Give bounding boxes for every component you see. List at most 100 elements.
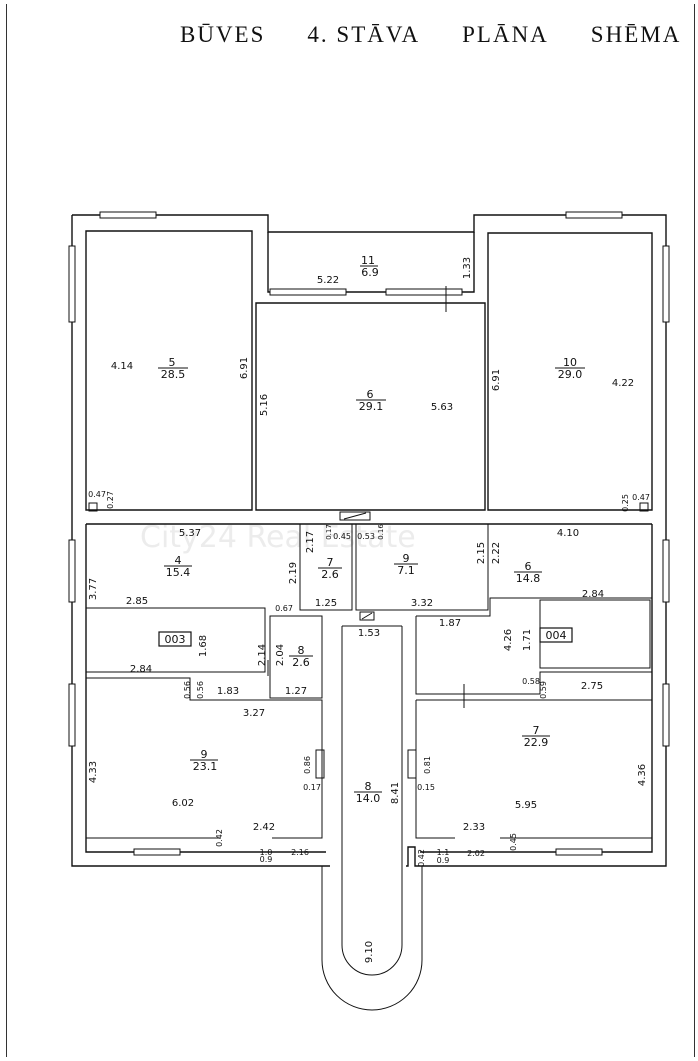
- room-label: 7 22.9: [522, 724, 550, 749]
- dimension-label: 2.19: [288, 562, 299, 584]
- dimension-label: 2.04: [275, 644, 286, 666]
- room-area: 14.0: [356, 792, 381, 805]
- room-id: 8: [298, 644, 305, 657]
- room-label: 6 14.8: [514, 560, 542, 585]
- dimension-label: 1.71: [522, 629, 533, 651]
- dimension-label: 0.53: [357, 532, 375, 541]
- room-id: 6: [367, 388, 374, 401]
- dimension-label: 0.9: [260, 855, 273, 864]
- dimension-label: 0.17: [303, 783, 321, 792]
- dimension-label: 0.81: [423, 756, 432, 774]
- room-label: 7 2.6: [318, 556, 342, 581]
- dimension-label: 6.91: [239, 357, 250, 379]
- room-id: 4: [175, 554, 182, 567]
- dimension-label: 0.56: [183, 681, 192, 699]
- dimension-label: 4.10: [557, 528, 579, 539]
- dimension-label: 0.15: [417, 783, 435, 792]
- dimension-label: 0.25: [621, 494, 630, 512]
- dimension-label: 0.16: [377, 524, 385, 540]
- dimension-label: 0.86: [303, 756, 312, 774]
- dimension-label: 0.42: [215, 829, 224, 847]
- room-id: 8: [365, 780, 372, 793]
- dimension-labels: 1.33 5.22 4.14 6.91 5.16 5.63 6.91 4.22 …: [88, 257, 650, 963]
- room-id: 9: [403, 552, 410, 565]
- dimension-label: 5.37: [179, 528, 201, 539]
- dimension-label: 1.25: [315, 598, 337, 609]
- room-label: 11 6.9: [360, 254, 379, 279]
- dimension-label: 3.27: [243, 708, 265, 719]
- page-frame: [6, 4, 695, 1057]
- dimension-label: 1.53: [358, 628, 380, 639]
- title-word-3: PLĀNA: [462, 22, 549, 47]
- room-id: 11: [361, 254, 375, 267]
- dimension-label: 0.47: [88, 490, 106, 499]
- room-label: 8 2.6: [289, 644, 313, 669]
- dimension-label: 2.84: [582, 589, 604, 600]
- boxed-labels: 003 004: [158, 627, 573, 647]
- dimension-label: 5.63: [431, 402, 453, 413]
- dimension-label: 1.33: [462, 257, 473, 279]
- dimension-label: 1.83: [217, 686, 239, 697]
- dimension-label: 8.41: [390, 782, 401, 804]
- dimension-label: 0.17: [325, 524, 333, 540]
- room-label: 5 28.5: [158, 356, 188, 381]
- room-id: 7: [533, 724, 540, 737]
- dimension-label: 2.85: [126, 596, 148, 607]
- dimension-label: 2.84: [130, 664, 152, 675]
- dimension-label: 0.58: [522, 677, 540, 686]
- dimension-label: 5.95: [515, 800, 537, 811]
- dimension-label: 4.33: [88, 761, 99, 783]
- watermark: City24 Real Estate: [140, 520, 416, 555]
- room-id: 6: [525, 560, 532, 573]
- dimension-label: 3.77: [88, 578, 99, 600]
- dimension-label: 0.9: [437, 856, 450, 865]
- dimension-label: 0.45: [333, 532, 351, 541]
- dimension-label: 0.59: [539, 681, 548, 699]
- dimension-label: 1.68: [198, 635, 209, 657]
- room-label: 10 29.0: [555, 356, 585, 381]
- title-word-1: BŪVES: [180, 22, 266, 47]
- room-area: 29.0: [558, 368, 583, 381]
- room-label: 6 29.1: [356, 388, 386, 413]
- room-area: 2.6: [292, 656, 310, 669]
- room-label: 8 14.0: [354, 780, 382, 805]
- room-area: 14.8: [516, 572, 541, 585]
- box-label-004: 004: [546, 629, 567, 642]
- room-id: 5: [169, 356, 176, 369]
- dimension-label: 1.0: [260, 848, 273, 857]
- room-id: 9: [201, 748, 208, 761]
- inner-walls: [85, 524, 652, 1011]
- dimension-label: 6.91: [491, 369, 502, 391]
- dimension-label: 6.02: [172, 798, 194, 809]
- dimension-label: 2.22: [491, 542, 502, 564]
- dimension-label: 5.16: [259, 394, 270, 416]
- room-label: 9 23.1: [190, 748, 218, 773]
- dimension-label: 1.1: [437, 848, 450, 857]
- symbols: [88, 286, 649, 779]
- windows: [68, 211, 670, 856]
- dimension-label: 4.14: [111, 361, 133, 372]
- room-area: 15.4: [166, 566, 191, 579]
- dimension-label: 2.14: [257, 644, 268, 666]
- dimension-label: 1.87: [439, 618, 461, 629]
- title-word-2: 4. STĀVA: [307, 22, 421, 47]
- dimension-label: 2.02: [467, 849, 485, 858]
- room-area: 2.6: [321, 568, 339, 581]
- dimension-label: 9.10: [364, 941, 375, 963]
- room-id: 7: [327, 556, 334, 569]
- dimension-label: 5.22: [317, 275, 339, 286]
- room-area: 22.9: [524, 736, 549, 749]
- dimension-label: 0.45: [509, 833, 518, 851]
- dimension-label: 0.27: [106, 491, 115, 509]
- room-label: 9 7.1: [394, 552, 418, 577]
- dimension-label: 3.32: [411, 598, 433, 609]
- dimension-label: 0.67: [275, 604, 293, 613]
- dimension-label: 0.42: [417, 849, 426, 867]
- dimension-label: 2.16: [291, 848, 309, 857]
- room-label: 4 15.4: [164, 554, 192, 579]
- room-area: 7.1: [397, 564, 415, 577]
- room-area: 23.1: [193, 760, 218, 773]
- dimension-label: 4.26: [503, 629, 514, 651]
